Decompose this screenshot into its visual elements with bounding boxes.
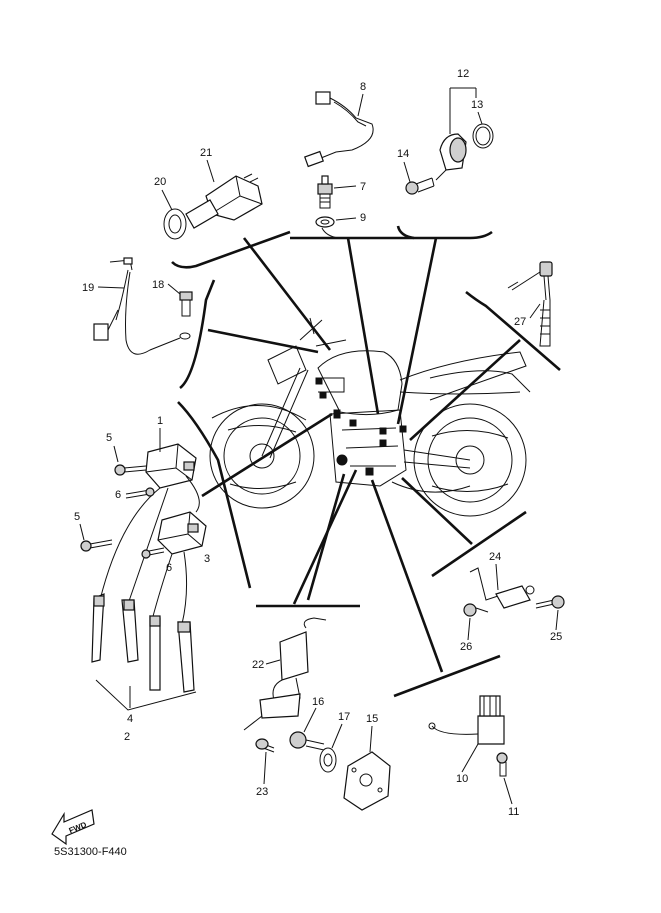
callout-10: 10 [456,773,468,785]
part-3-ignition-coil [157,511,207,555]
part-13-o-ring [472,123,494,149]
motorcycle-illustration [209,317,531,517]
callout-7: 7 [360,181,366,193]
callout-17: 17 [338,711,350,723]
callout-5-lower: 5 [74,511,80,523]
part-11-bolt [496,752,508,777]
part-20-gasket [163,208,187,240]
callout-22: 22 [252,659,264,671]
callout-24: 24 [489,551,501,563]
callout-11: 11 [508,806,519,818]
section-brackets [171,225,561,698]
part-6-screws [125,487,165,559]
part-14-bolt [405,177,435,195]
part-25-bolt [535,595,565,609]
part-23-bolt [255,738,275,753]
fwd-arrow-icon: FWD [51,809,95,846]
part-7-switch [317,175,333,209]
callout-3: 3 [204,553,210,565]
callout-labels: 1 2 4 5 5 6 6 3 7 8 9 10 11 12 13 14 15 … [74,68,562,818]
part-18-bolt [179,291,193,317]
callout-1: 1 [157,415,163,427]
part-9-washer [315,216,335,228]
part-22-pickup-coil [243,617,327,731]
callout-26: 26 [460,641,472,653]
part-21-sensor [185,173,263,229]
part-16-bolt [289,731,325,751]
callout-2: 2 [124,731,130,743]
callout-14: 14 [397,148,409,160]
callout-19: 19 [82,282,94,294]
callout-18: 18 [152,279,164,291]
callout-6-upper: 6 [115,489,121,501]
callout-15: 15 [366,713,378,725]
part-8-lead-wire [304,91,374,168]
catalog-code: 5S31300-F440 [54,846,127,858]
callout-5-upper: 5 [106,432,112,444]
part-15-rotor-plate [343,751,391,811]
part-5-bolts [80,464,147,552]
callout-13: 13 [471,99,483,111]
callout-27: 27 [514,316,526,328]
spark-plug-leads [91,475,200,711]
callout-8: 8 [360,81,366,93]
part-12-sensor [435,133,467,181]
callout-20: 20 [154,176,166,188]
callout-16: 16 [312,696,324,708]
callout-25: 25 [550,631,562,643]
part-17-washer [319,747,337,773]
part-1-ignition-coil [145,443,197,489]
part-24-sensor [469,567,535,609]
callout-4: 4 [127,713,133,725]
callout-6-lower: 6 [166,562,172,574]
part-26-nut [463,603,489,617]
callout-23: 23 [256,786,268,798]
leader-lines [201,237,521,673]
part-27-switch [507,261,553,347]
part-10-sensor [428,695,505,745]
callout-12: 12 [457,68,469,80]
part-19-lead [93,257,191,355]
callout-21: 21 [200,147,212,159]
callout-9: 9 [360,212,366,224]
